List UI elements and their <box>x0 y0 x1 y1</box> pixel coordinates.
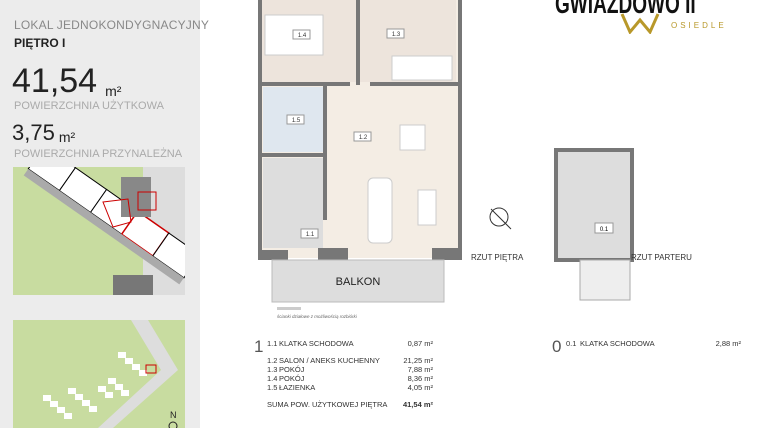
usable-area-label: POWIERZCHNIA UŻYTKOWA <box>14 100 164 112</box>
floor-plan: BALKON 1.4 1.3 1.5 1.2 1.1 <box>258 0 462 303</box>
assigned-area-label: POWIERZCHNIA PRZYNALEŻNA <box>14 148 183 160</box>
site-map-overview: N <box>13 320 185 428</box>
level-number: 0 <box>552 337 562 356</box>
partition-note: ścianki działowe z możliwością rozbiórki <box>277 314 357 319</box>
ground-plan-label: RZUT PARTERU <box>631 253 692 262</box>
room-label: 1.5 <box>292 118 301 124</box>
unit-floor: PIĘTRO I <box>14 36 66 50</box>
room-label: 0.1 <box>600 227 609 233</box>
level-number: 1 <box>254 337 264 356</box>
brand-logo: GWIAZDOWO II <box>555 0 696 19</box>
site-map-detail <box>13 167 185 295</box>
star-logo-icon <box>620 13 660 34</box>
floor-plan-label: RZUT PIĘTRA <box>471 253 524 262</box>
balcony-label: BALKON <box>336 276 381 288</box>
ground-plan: 0.1 <box>554 148 634 301</box>
room-label: 1.4 <box>298 33 307 39</box>
brand-sub: OSIEDLE <box>671 21 727 30</box>
room-label: 1.3 <box>392 32 401 38</box>
north-label: N <box>170 410 177 420</box>
legend-swatch <box>277 307 301 310</box>
room-label: 1.1 <box>306 232 315 238</box>
unit-type: LOKAL JEDNOKONDYGNACYJNY <box>14 18 210 32</box>
compass-icon <box>489 207 512 230</box>
room-label: 1.2 <box>359 135 368 141</box>
